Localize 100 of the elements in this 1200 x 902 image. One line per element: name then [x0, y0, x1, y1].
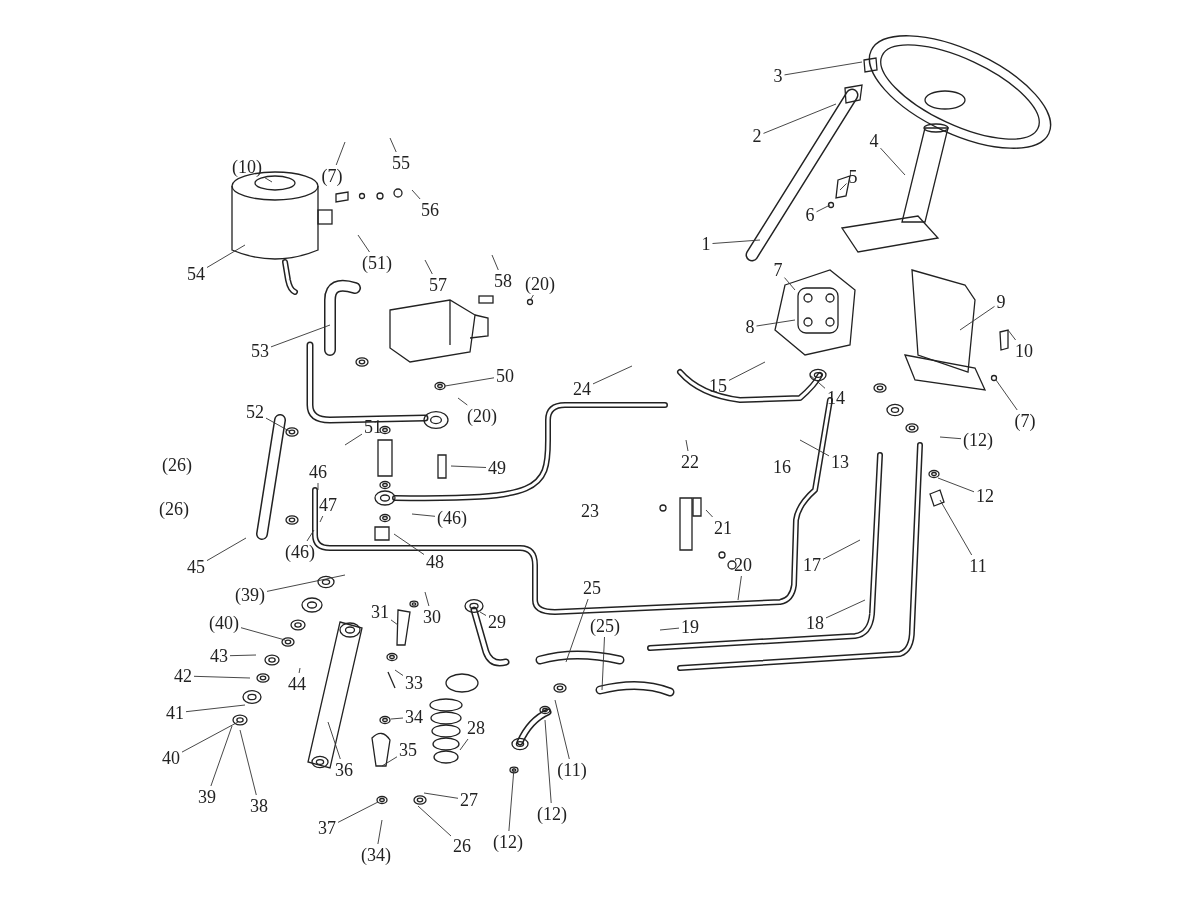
callout-number: (11) — [557, 760, 587, 780]
callout-number: 45 — [187, 557, 205, 577]
leader-line — [390, 619, 399, 626]
callout-number: 35 — [399, 740, 417, 760]
leader-line — [530, 294, 534, 300]
callout-number: (7) — [321, 166, 343, 186]
leader-line — [210, 725, 233, 787]
leader-line — [390, 717, 404, 720]
leader-line — [265, 417, 290, 432]
callout-number: 47 — [319, 495, 337, 515]
leader-line — [357, 234, 370, 253]
leader-line — [784, 277, 796, 291]
callout-number: (26) — [159, 499, 189, 519]
leader-line — [685, 439, 689, 452]
leader-line — [206, 537, 247, 562]
leader-line — [393, 533, 425, 555]
leader-line — [592, 365, 633, 385]
leader-line — [394, 669, 404, 676]
callout-number: 2 — [752, 126, 762, 146]
leader-line — [337, 801, 379, 823]
leader-line — [995, 379, 1018, 411]
callout-number: 33 — [405, 673, 423, 693]
callout-number: 50 — [496, 366, 514, 386]
callout-number: 48 — [426, 552, 444, 572]
leader-line — [377, 819, 383, 845]
leader-line — [266, 574, 346, 592]
leader-line — [937, 477, 975, 493]
leader-line — [335, 141, 346, 166]
leader-line — [1007, 329, 1017, 341]
leader-line — [450, 465, 487, 468]
leader-line — [229, 654, 257, 657]
callout-number: (39) — [235, 585, 265, 605]
leader-line — [880, 147, 906, 176]
callout-number: 11 — [969, 556, 987, 576]
callout-number: 42 — [174, 666, 192, 686]
callout-number: 44 — [288, 674, 306, 694]
callout-number: 53 — [251, 341, 269, 361]
callout-number: (7) — [1014, 411, 1036, 431]
callout-number: 4 — [869, 131, 879, 151]
callout-number: 6 — [805, 205, 815, 225]
callout-number: 21 — [714, 518, 732, 538]
leader-line — [822, 539, 861, 560]
callout-number: (10) — [232, 157, 262, 177]
leader-line — [712, 239, 761, 244]
callout-number: 38 — [250, 796, 268, 816]
callout-number: (12) — [963, 430, 993, 450]
leader-line — [825, 599, 866, 619]
callout-number: 55 — [392, 153, 410, 173]
callout-number: 20 — [734, 555, 752, 575]
callout-number: 12 — [976, 486, 994, 506]
callout-number: 58 — [494, 271, 512, 291]
leader-line — [263, 176, 273, 183]
leader-line — [270, 324, 331, 348]
callout-number: 14 — [827, 388, 845, 408]
callout-number: 8 — [745, 317, 755, 337]
leader-line — [565, 598, 589, 663]
leader-line — [411, 189, 421, 200]
leader-line — [319, 515, 324, 523]
callout-number: 16 — [773, 457, 791, 477]
leader-line — [728, 361, 766, 381]
callout-number: 19 — [681, 617, 699, 637]
callout-number: 29 — [488, 612, 506, 632]
callout-number: 17 — [803, 555, 821, 575]
leader-line — [705, 509, 714, 518]
leader-line — [423, 792, 459, 799]
leader-line — [181, 721, 239, 753]
callout-number: 36 — [335, 760, 353, 780]
callout-number: (51) — [362, 253, 392, 273]
callout-number: 46 — [309, 462, 327, 482]
callout-number: 3 — [773, 66, 783, 86]
leader-line — [444, 377, 495, 387]
callout-number: 57 — [429, 275, 447, 295]
callout-number: 24 — [573, 379, 591, 399]
leader-line — [839, 183, 847, 191]
leader-line — [389, 137, 397, 153]
callout-number: (25) — [590, 616, 620, 636]
leader-line — [317, 482, 319, 491]
callout-number: 18 — [806, 613, 824, 633]
leader-line — [193, 675, 251, 679]
leader-line — [306, 529, 315, 542]
leader-line — [601, 636, 605, 691]
callout-number: (12) — [537, 804, 567, 824]
leader-line — [784, 61, 863, 76]
callout-number: 15 — [709, 376, 727, 396]
callout-number: (20) — [467, 406, 497, 426]
leader-line — [799, 439, 830, 457]
callout-number: 56 — [421, 200, 439, 220]
callout-number: 37 — [318, 818, 336, 838]
leader-line — [206, 244, 246, 268]
leader-line — [491, 254, 499, 271]
callout-number: 49 — [488, 458, 506, 478]
leader-line — [457, 397, 468, 406]
callout-number: (34) — [361, 845, 391, 865]
leader-line — [239, 729, 257, 796]
callout-number: (26) — [162, 455, 192, 475]
callout-number: (20) — [525, 274, 555, 294]
callout-number: 39 — [198, 787, 216, 807]
callout-number: (12) — [493, 832, 523, 852]
leader-line — [459, 738, 469, 751]
leader-line — [417, 805, 452, 837]
